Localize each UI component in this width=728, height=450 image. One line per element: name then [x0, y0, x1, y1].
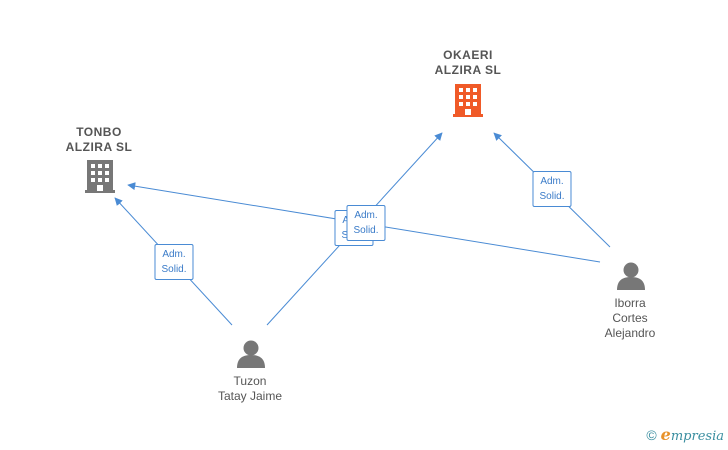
- brand-initial: e: [660, 425, 671, 444]
- node-label-tonbo[interactable]: TONBO ALZIRA SL: [66, 125, 133, 155]
- edge-label-line: Solid.: [353, 225, 379, 236]
- building-icon: [453, 84, 483, 117]
- edge-label-line: Adm.: [162, 249, 186, 260]
- edge-label-line: Solid.: [539, 191, 565, 202]
- edge-label-line: Solid.: [161, 264, 187, 275]
- copyright-symbol: ©: [646, 427, 657, 443]
- node-label-iborra[interactable]: Iborra Cortes Alejandro: [605, 296, 656, 341]
- node-label-tuzon[interactable]: Tuzon Tatay Jaime: [218, 374, 282, 404]
- node-label-line: ALZIRA SL: [65, 140, 133, 154]
- node-label-okaeri[interactable]: OKAERI ALZIRA SL: [435, 48, 502, 78]
- node-label-line: Tuzon: [233, 374, 267, 388]
- edge-label-iborra-okaeri[interactable]: Adm. Solid.: [532, 171, 572, 207]
- edge-label-tuzon-tonbo[interactable]: Adm. Solid.: [154, 244, 194, 280]
- node-label-line: ALZIRA SL: [434, 63, 502, 77]
- node-label-line: Alejandro: [604, 326, 656, 340]
- node-label-line: Tatay Jaime: [217, 389, 283, 403]
- brand-name: mpresia: [670, 429, 724, 444]
- building-icon: [85, 160, 115, 193]
- edge-label-tuzon-okaeri[interactable]: Adm. Solid.: [346, 205, 386, 241]
- node-label-line: Iborra: [614, 296, 646, 310]
- edge-label-line: Adm.: [354, 210, 378, 221]
- node-label-line: TONBO: [76, 125, 122, 139]
- person-icon: [237, 340, 265, 368]
- edge-label-line: Adm.: [540, 176, 564, 187]
- node-label-line: OKAERI: [443, 48, 493, 62]
- node-label-line: Cortes: [612, 311, 648, 325]
- empresia-watermark: ©empresia: [646, 425, 724, 444]
- person-icon: [617, 262, 645, 290]
